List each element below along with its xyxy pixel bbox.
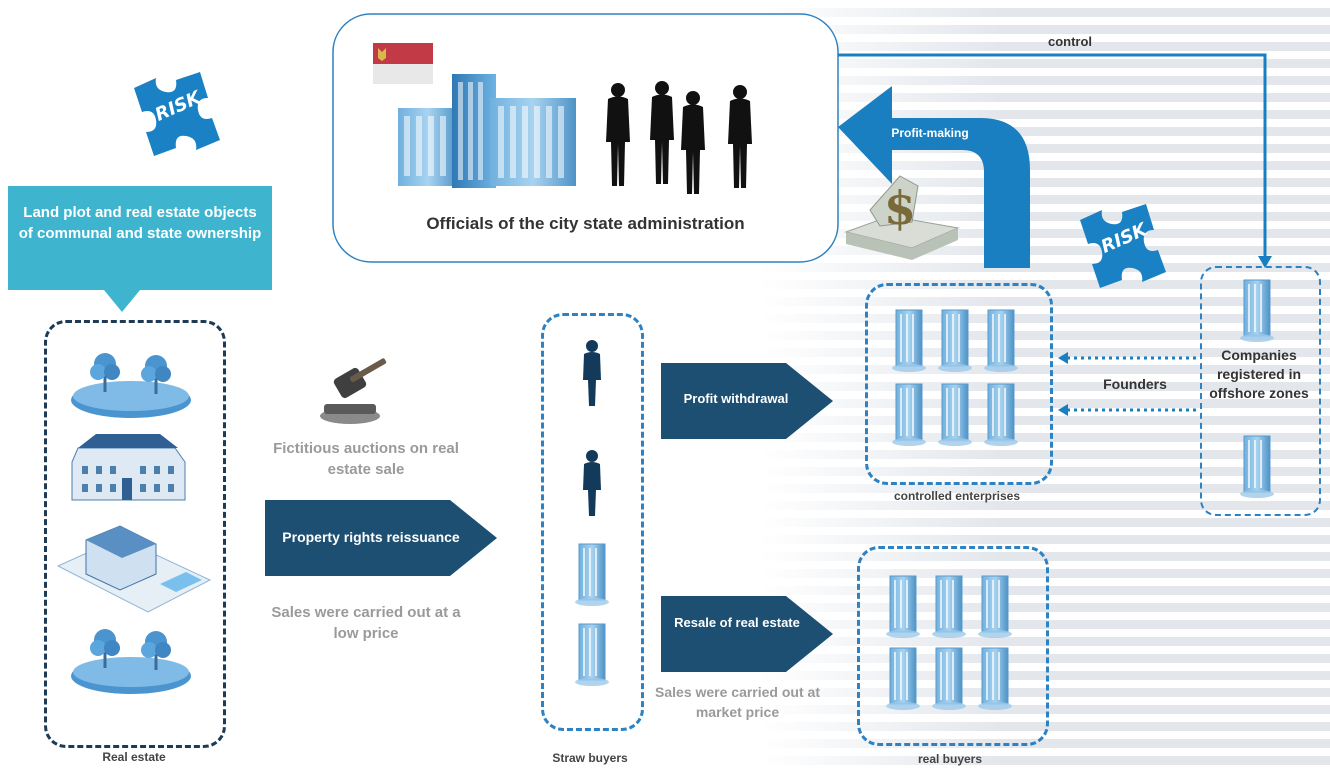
money-stack-icon: $: [844, 175, 960, 260]
officials-title: Officials of the city state administrati…: [426, 214, 745, 233]
founders-label: Founders: [1103, 376, 1167, 392]
low-price-label: Sales were carried out at a low price: [271, 604, 461, 642]
gavel-icon: [320, 358, 387, 424]
offshore-container: [1200, 266, 1321, 516]
offshore-label: Companies registered in offshore zones: [1209, 347, 1309, 401]
real-buyers-container: [857, 546, 1049, 746]
profit-withdrawal-label: Profit withdrawal: [683, 391, 789, 406]
straw-buyers-container: [541, 313, 644, 731]
control-arrowhead: [1258, 256, 1272, 268]
profit-withdrawal-arrow: [661, 363, 833, 439]
property-rights-arrow: [265, 500, 497, 576]
house-pool-icon: [56, 525, 212, 613]
svg-text:$: $: [884, 181, 916, 235]
controlled-enterprises-container: [865, 283, 1053, 485]
auctions-label: Fictitious auctions on real estate sale: [273, 440, 459, 478]
profit-making-arrow: [838, 86, 1030, 268]
callout-bubble: [8, 186, 272, 312]
real-estate-container: [44, 320, 226, 748]
office-building-icon: [398, 74, 576, 188]
market-price-label: Sales were carried out at market price: [655, 684, 820, 720]
mansion-icon: [71, 434, 186, 501]
profit-making-label: Profit-making: [891, 126, 969, 140]
control-line: [838, 53, 1267, 258]
control-label: control: [1047, 34, 1093, 49]
straw-buyers-label: Straw buyers: [552, 751, 628, 765]
land-plot-icon: [71, 353, 191, 418]
resale-arrow: [661, 596, 833, 672]
resale-label: Resale of real estate: [674, 615, 800, 630]
callout-text: Land plot and real estate objects of com…: [18, 204, 262, 242]
real-estate-label: Real estate: [102, 750, 166, 764]
property-rights-label: Property rights reissuance: [282, 529, 460, 545]
flag-icon: [373, 43, 433, 84]
real-buyers-label: real buyers: [917, 752, 983, 766]
controlled-enterprises-label: controlled enterprises: [893, 489, 1021, 503]
land-plot-icon: [71, 629, 191, 694]
